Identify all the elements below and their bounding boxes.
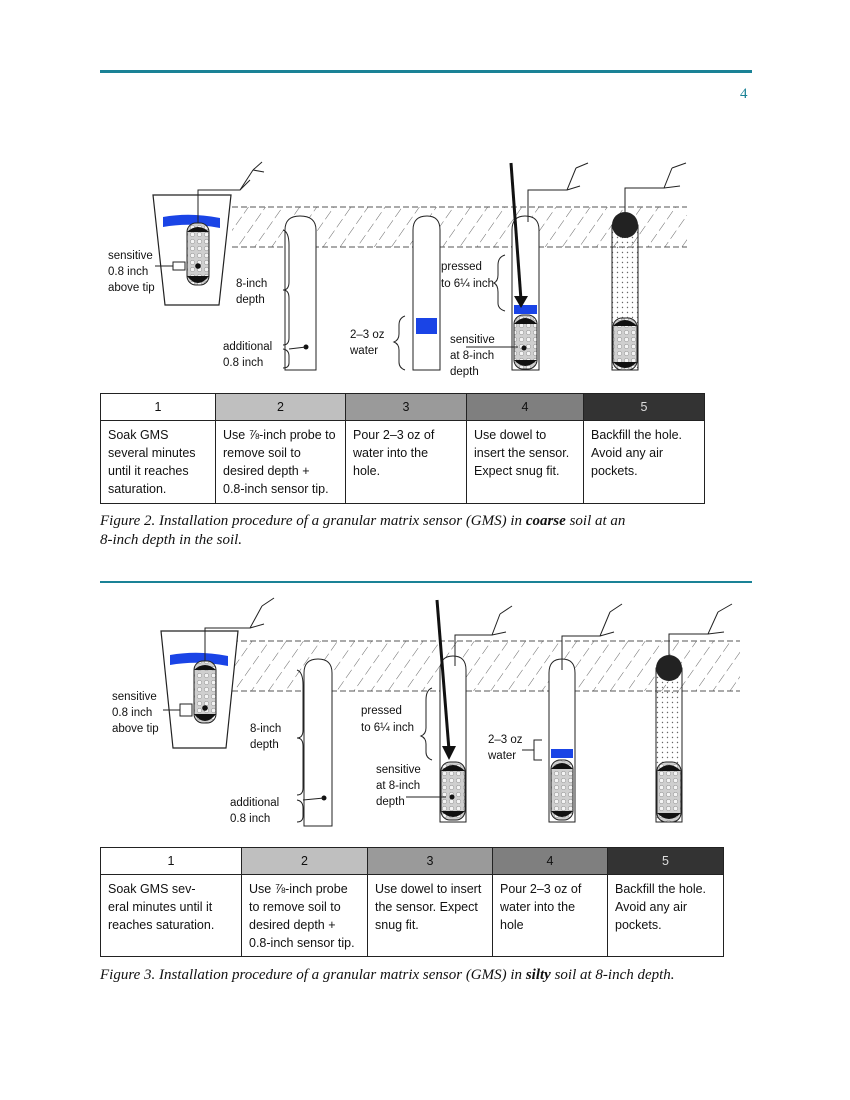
figure3-steps-table: 1 2 3 4 5 Soak GMS sev-eral minutes unti… <box>100 847 724 957</box>
fig3-label-sensitive-depth-1: sensitive <box>376 764 421 776</box>
fig3-step-1-number: 1 <box>100 847 242 875</box>
fig2-label-pressed-2: to 6¼ inch <box>441 278 494 290</box>
figure3-caption: Figure 3. Installation procedure of a gr… <box>100 967 675 983</box>
fig2-label-sensitive-tip-3: above tip <box>108 282 155 294</box>
fig2-label-additional-1: additional <box>223 341 272 353</box>
fig2-label-sensitive-depth-1: sensitive <box>450 334 495 346</box>
fig3-label-water-2: water <box>487 750 516 762</box>
fig3-step-3-number: 3 <box>367 847 493 875</box>
fig3-label-sensitive-tip-2: 0.8 inch <box>112 707 152 719</box>
fig3-label-additional-2: 0.8 inch <box>230 813 270 825</box>
header-rule <box>100 70 752 73</box>
fig2-label-pressed-1: pressed <box>441 261 482 273</box>
fig3-label-sensitive-tip-1: sensitive <box>112 691 157 703</box>
fig3-step-4-number: 4 <box>492 847 608 875</box>
fig3-label-sensitive-depth-2: at 8-inch <box>376 780 420 792</box>
fig2-label-water-1: 2–3 oz <box>350 329 385 341</box>
figure2-diagram: sensitive 0.8 inch above tip 8-inch dept… <box>108 161 687 378</box>
figure2-caption: Figure 2. Installation procedure of a gr… <box>100 513 626 548</box>
fig3-label-depth-2: depth <box>250 739 279 751</box>
fig2-label-water-2: water <box>349 345 378 357</box>
fig2-label-sensitive-tip-2: 0.8 inch <box>108 266 148 278</box>
fig3-label-depth-1: 8-inch <box>250 723 281 735</box>
fig3-label-pressed-1: pressed <box>361 705 402 717</box>
fig3-label-water-1: 2–3 oz <box>488 734 523 746</box>
fig2-label-additional-2: 0.8 inch <box>223 357 263 369</box>
fig2-label-depth-2: depth <box>236 294 265 306</box>
fig2-label-sensitive-tip-1: sensitive <box>108 250 153 262</box>
fig2-step-2-number: 2 <box>215 393 346 421</box>
fig3-label-sensitive-depth-3: depth <box>376 796 405 808</box>
page-number: 4 <box>740 86 748 102</box>
fig3-step-5-number: 5 <box>607 847 724 875</box>
section-rule <box>100 581 752 583</box>
figure3-diagram: sensitive 0.8 inch above tip 8-inch dept… <box>112 597 740 827</box>
fig3-step-2-number: 2 <box>241 847 368 875</box>
fig2-step-5-number: 5 <box>583 393 705 421</box>
fig2-label-depth-1: 8-inch <box>236 278 267 290</box>
fig3-label-pressed-2: to 6¼ inch <box>361 722 414 734</box>
fig2-label-sensitive-depth-3: depth <box>450 366 479 378</box>
fig2-step-1-number: 1 <box>100 393 216 421</box>
fig2-label-sensitive-depth-2: at 8-inch <box>450 350 494 362</box>
fig3-label-sensitive-tip-3: above tip <box>112 723 159 735</box>
fig3-label-additional-1: additional <box>230 797 279 809</box>
